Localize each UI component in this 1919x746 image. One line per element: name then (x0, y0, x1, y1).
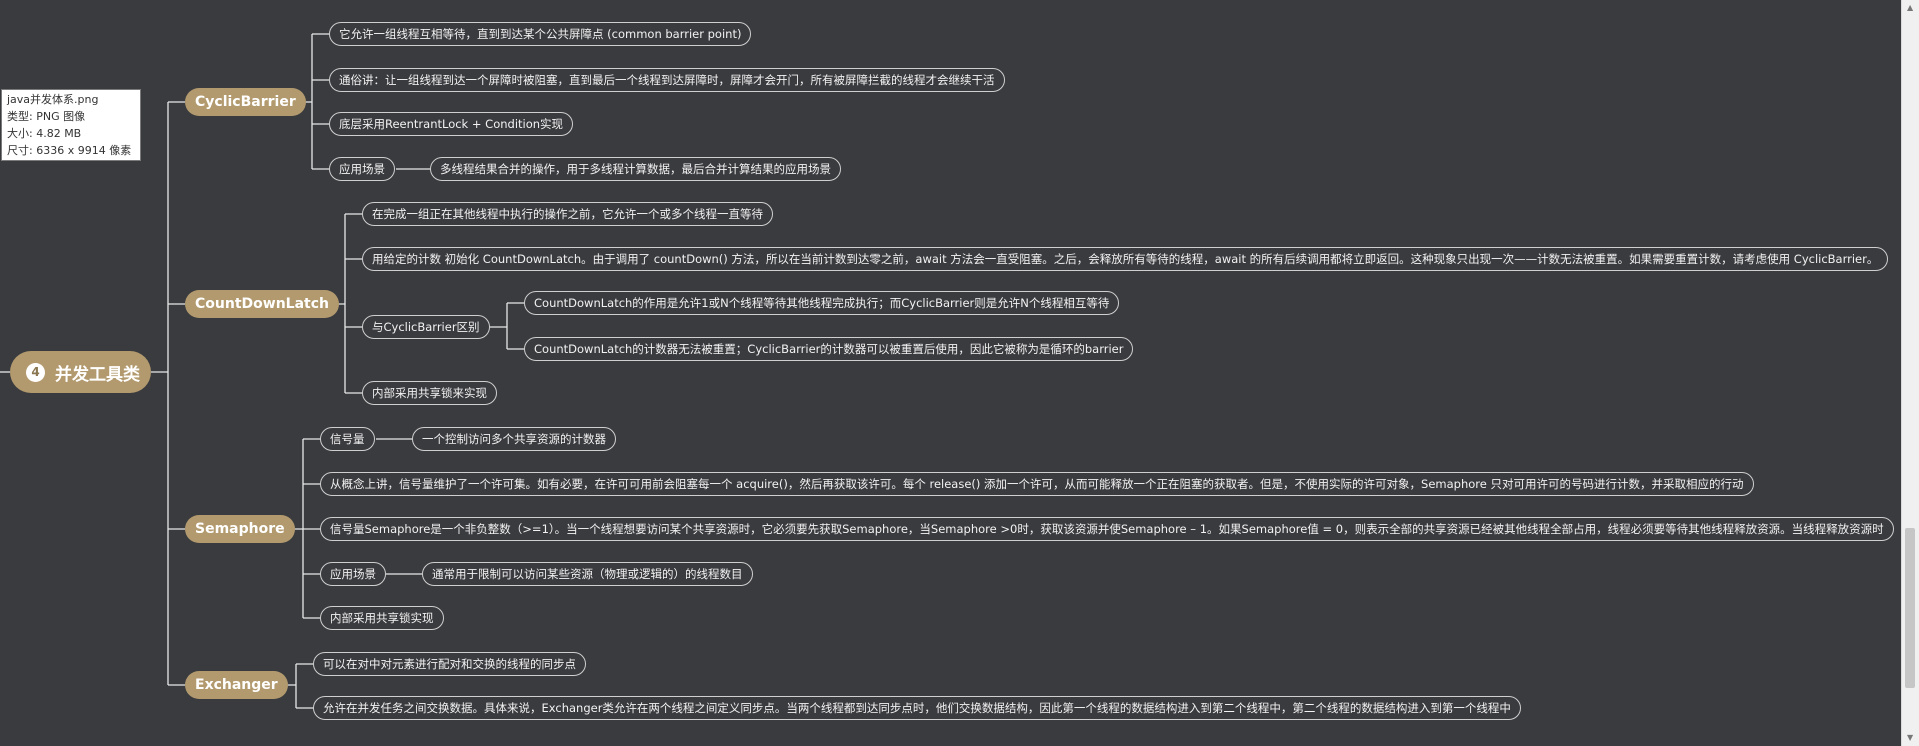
cyclicbarrier-item-3[interactable]: 底层采用ReentrantLock + Condition实现 (329, 112, 574, 136)
semaphore-signal[interactable]: 信号量 (320, 427, 375, 451)
semaphore-concept[interactable]: 从概念上讲，信号量维护了一个许可集。如有必要，在许可可用前会阻塞每一个 acqu… (320, 472, 1754, 496)
cyclicbarrier-scenario[interactable]: 应用场景 (329, 157, 395, 181)
exchanger-item-1[interactable]: 可以在对中对元素进行配对和交换的线程的同步点 (313, 652, 586, 676)
countdownlatch-item-2[interactable]: 用给定的计数 初始化 CountDownLatch。由于调用了 countDow… (362, 247, 1889, 271)
semaphore-impl[interactable]: 内部采用共享锁实现 (320, 606, 444, 630)
countdownlatch-diff-1[interactable]: CountDownLatch的作用是允许1或N个线程等待其他线程完成执行；而Cy… (524, 291, 1120, 315)
scroll-down-arrow-icon[interactable]: ▼ (1907, 733, 1914, 742)
semaphore-scenario-text[interactable]: 通常用于限制可以访问某些资源（物理或逻辑的）的线程数目 (422, 562, 753, 586)
branch-exchanger[interactable]: Exchanger (185, 671, 288, 699)
semaphore-scenario[interactable]: 应用场景 (320, 562, 386, 586)
root-title: 并发工具类 (55, 364, 140, 385)
tooltip-size: 大小: 4.82 MB (7, 127, 82, 140)
exchanger-item-2[interactable]: 允许在并发任务之间交换数据。具体来说，Exchanger类允许在两个线程之间定义… (313, 696, 1521, 720)
cyclicbarrier-item-1[interactable]: 它允许一组线程互相等待，直到到达某个公共屏障点 (common barrier … (329, 22, 752, 46)
tooltip-type: 类型: PNG 图像 (7, 110, 86, 123)
semaphore-signal-text[interactable]: 一个控制访问多个共享资源的计数器 (412, 427, 616, 451)
tooltip-dimensions: 尺寸: 6336 x 9914 像素 (7, 144, 132, 157)
cyclicbarrier-item-2[interactable]: 通俗讲：让一组线程到达一个屏障时被阻塞，直到最后一个线程到达屏障时，屏障才会开门… (329, 68, 1005, 92)
cyclicbarrier-scenario-text[interactable]: 多线程结果合并的操作，用于多线程计算数据，最后合并计算结果的应用场景 (430, 157, 841, 181)
root-node-concurrency-tools[interactable]: 4 并发工具类 (10, 351, 151, 393)
priority-4-icon: 4 (26, 362, 45, 382)
branch-cyclicbarrier[interactable]: CyclicBarrier (185, 88, 306, 116)
countdownlatch-diff[interactable]: 与CyclicBarrier区别 (362, 315, 490, 339)
scroll-up-arrow-icon[interactable]: ▲ (1907, 3, 1914, 12)
tooltip-filename: java并发体系.png (7, 93, 99, 106)
scroll-thumb[interactable] (1905, 528, 1915, 688)
countdownlatch-diff-2[interactable]: CountDownLatch的计数器无法被重置；CyclicBarrier的计数… (524, 337, 1134, 361)
semaphore-nonneg[interactable]: 信号量Semaphore是一个非负整数（>=1）。当一个线程想要访问某个共享资源… (320, 517, 1894, 541)
branch-countdownlatch[interactable]: CountDownLatch (185, 290, 339, 318)
countdownlatch-impl[interactable]: 内部采用共享锁来实现 (362, 381, 497, 405)
branch-semaphore[interactable]: Semaphore (185, 515, 295, 543)
vertical-scrollbar[interactable]: ▲ ▼ (1901, 0, 1919, 746)
file-info-tooltip: java并发体系.png 类型: PNG 图像 大小: 4.82 MB 尺寸: … (1, 89, 141, 161)
countdownlatch-item-1[interactable]: 在完成一组正在其他线程中执行的操作之前，它允许一个或多个线程一直等待 (362, 202, 773, 226)
